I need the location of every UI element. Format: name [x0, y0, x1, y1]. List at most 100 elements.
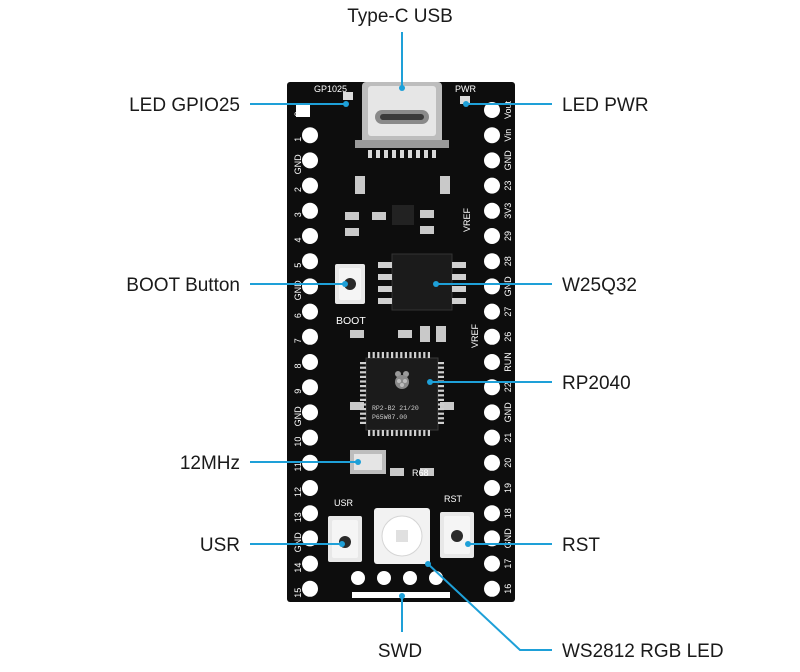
ws2812-rgb-led	[374, 508, 430, 564]
left-pin-label: 1	[293, 137, 303, 142]
left-pin-pad	[302, 127, 318, 144]
left-pin-pad	[302, 354, 318, 370]
callout-ws2812: WS2812 RGB LED	[562, 641, 724, 662]
rp2040-pin	[360, 412, 366, 415]
left-pin-label: 12	[293, 487, 303, 497]
rp2040-pin	[360, 380, 366, 383]
rp2040-pin	[438, 394, 444, 397]
rp2040-pin	[386, 352, 389, 358]
callout-rp2040: RP2040	[562, 373, 631, 394]
left-pin-pad	[302, 253, 318, 270]
rst-button	[440, 512, 474, 558]
usb-c-connector	[355, 82, 449, 158]
rp2040-pin	[438, 362, 444, 365]
leader-lines	[250, 32, 552, 651]
rp2040-pin	[404, 352, 407, 358]
gp1025-silk-label: GP1025	[314, 84, 347, 94]
right-pin-label: 28	[503, 256, 513, 266]
left-pin-label: 6	[293, 313, 303, 318]
rp2040-pin	[438, 375, 444, 378]
passive-components	[345, 176, 454, 476]
right-pin-pad	[484, 505, 500, 522]
rp2040-pin	[438, 412, 444, 415]
right-pin-pad	[484, 429, 500, 446]
rp2040-pin	[427, 352, 430, 358]
left-pin-label: 5	[293, 263, 303, 268]
left-pin-label: 10	[293, 437, 303, 447]
right-pin-label: GND	[503, 150, 513, 171]
rp2040-pin	[377, 352, 380, 358]
rp2040-pin	[438, 417, 444, 420]
callout-led-gpio25: LED GPIO25	[129, 95, 240, 116]
rp2040-pin	[395, 352, 398, 358]
right-pin-label: 26	[503, 332, 513, 342]
right-pin-pad	[484, 102, 500, 118]
callout-rst: RST	[562, 535, 600, 556]
right-pin-label: 29	[503, 231, 513, 241]
rp2040-pin	[400, 430, 403, 436]
callout-w25q32: W25Q32	[562, 275, 637, 296]
right-pin-label: GND	[503, 276, 513, 297]
left-pin-label: 14	[293, 563, 303, 573]
right-pin-pad	[484, 580, 500, 597]
rp2040-pin	[418, 352, 421, 358]
right-pin-label: RUN	[503, 352, 513, 372]
right-pin-pad	[484, 404, 500, 421]
left-pin-pad	[302, 480, 318, 496]
rp2040-pin	[438, 385, 444, 388]
rp2040-pin	[395, 430, 398, 436]
rp2040-pin	[360, 362, 366, 365]
pwr-silk-label: PWR	[455, 84, 476, 94]
left-pin-pad	[302, 530, 318, 547]
rst-silk-label: RST	[444, 494, 463, 504]
left-pin-pad	[302, 555, 318, 572]
led-pwr	[460, 96, 470, 104]
rp2040-pin	[372, 430, 375, 436]
rp2040-pin	[438, 366, 444, 369]
rp2040-pin	[360, 398, 366, 401]
rp2040-pin	[360, 394, 366, 397]
left-pin-pad	[302, 379, 318, 396]
right-pin-label: 18	[503, 508, 513, 518]
right-pin-pad	[484, 177, 500, 194]
rp2040-pin	[409, 430, 412, 436]
callout-usr: USR	[200, 535, 240, 556]
raspberry-logo-icon	[395, 371, 409, 389]
left-pin-label: 13	[293, 512, 303, 522]
led-gpio25	[343, 92, 353, 100]
left-pin-pad	[302, 228, 318, 244]
left-pin-header	[302, 127, 318, 597]
rp2040-pin	[368, 430, 371, 436]
vref-mid-silk-label: VREF	[470, 323, 480, 348]
rp2040-pin	[377, 430, 380, 436]
rp2040-pin	[414, 430, 417, 436]
left-pin-pad	[302, 152, 318, 169]
right-pin-label: 16	[503, 584, 513, 594]
right-pin-label: 27	[503, 307, 513, 317]
left-pin-label: 0	[293, 111, 303, 116]
left-pin-pad	[302, 505, 318, 522]
rp2040-marking-line2: P65W87.00	[372, 414, 407, 421]
left-pin-pad	[302, 202, 318, 219]
rp2040-pin	[404, 430, 407, 436]
w25q32-chip	[378, 253, 466, 311]
rp2040-pin	[381, 352, 384, 358]
right-pin-pad	[484, 228, 500, 244]
rp2040-pin	[360, 385, 366, 388]
rp2040-pin	[372, 352, 375, 358]
right-pin-pad	[484, 354, 500, 370]
right-pin-pad	[484, 328, 500, 345]
right-pin-pad	[484, 480, 500, 496]
right-pin-label: 19	[503, 483, 513, 493]
right-pin-pad	[484, 530, 500, 547]
rp2040-pin	[368, 352, 371, 358]
rp2040-pin	[381, 430, 384, 436]
right-pin-pad	[484, 152, 500, 169]
rp2040-marking-line1: RP2-B2 21/20	[372, 405, 419, 412]
rp2040-pin	[438, 403, 444, 406]
callout-swd: SWD	[378, 641, 422, 662]
rp2040-pin	[438, 408, 444, 411]
right-pin-header	[484, 102, 500, 597]
rp2040-pin	[409, 352, 412, 358]
